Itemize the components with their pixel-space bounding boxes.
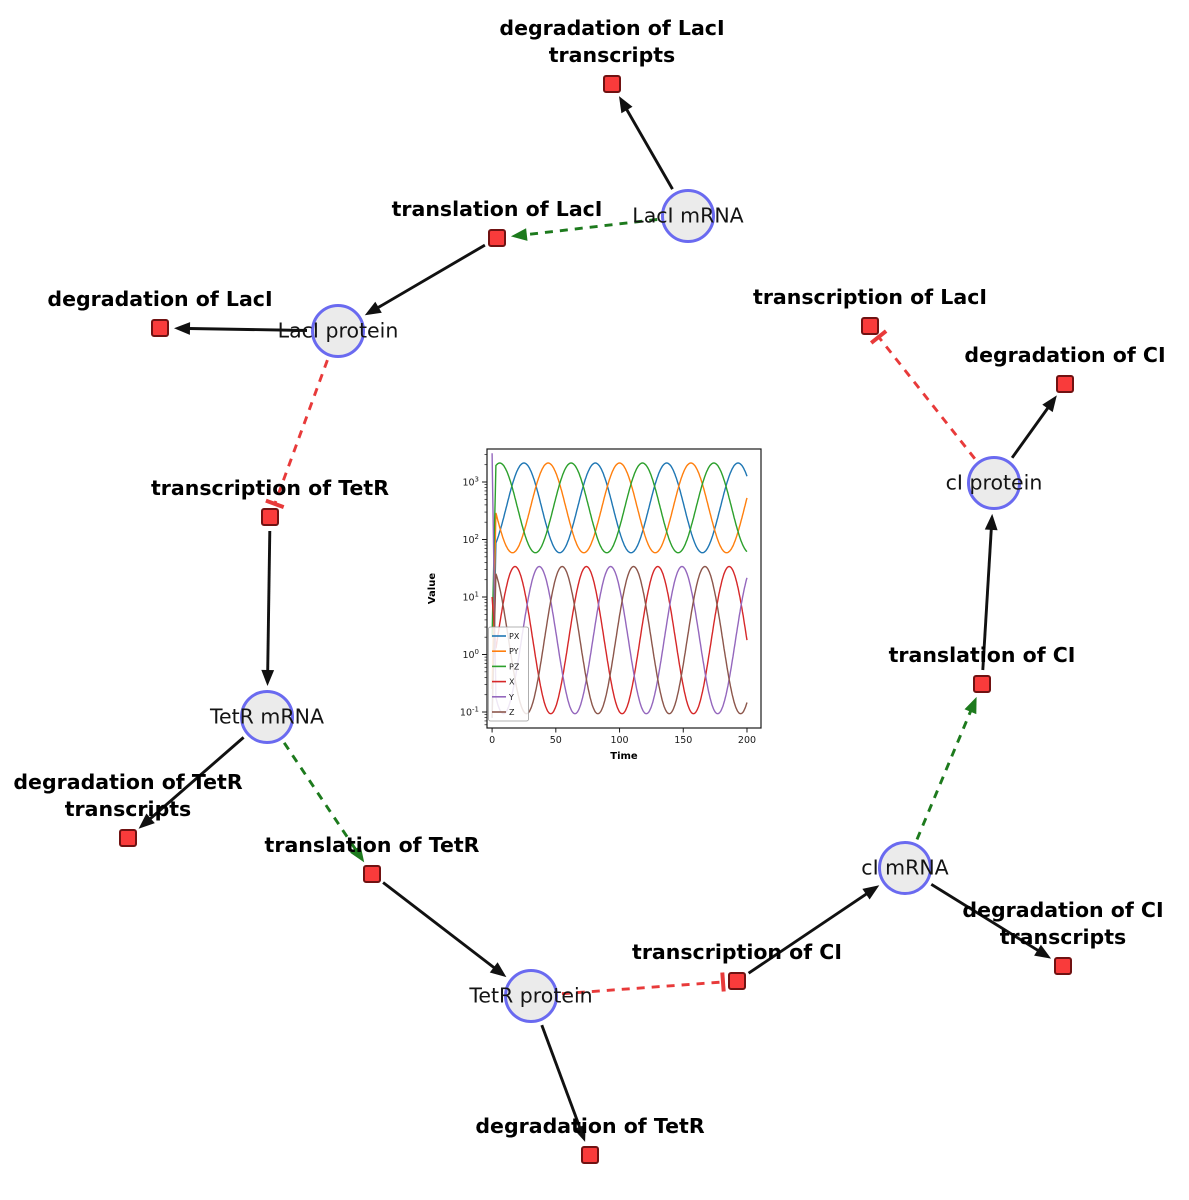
- edge-ci-mrna--translation-ci: [915, 696, 977, 840]
- edge-tetr-protein--deg-tetr: [540, 1024, 586, 1142]
- inhibition-tee-icon: [720, 972, 726, 992]
- edge-tetr-mrna--deg-tetr-transcripts: [138, 736, 245, 829]
- edge-transcription-ci--ci-mrna: [747, 885, 880, 975]
- edge-laci-protein--transcription-tetr: [265, 359, 329, 509]
- production-edge-line: [376, 243, 486, 310]
- inhibition-edge-line: [877, 336, 976, 460]
- arrowhead-icon: [862, 885, 880, 900]
- production-edge-line: [266, 530, 272, 672]
- inhibition-tee-icon: [265, 498, 285, 509]
- legend-label-PY: PY: [509, 647, 519, 656]
- arrowhead-icon: [1042, 395, 1057, 413]
- chart-series-PX: [491, 462, 748, 718]
- legend-label-PX: PX: [509, 632, 520, 641]
- arrowhead-icon: [964, 696, 977, 715]
- arrowhead-icon: [174, 322, 191, 335]
- arrowhead-icon: [1034, 944, 1052, 959]
- consumption-edge-line: [188, 327, 308, 332]
- consumption-edge-line: [930, 883, 1040, 952]
- production-edge-line: [747, 892, 868, 975]
- inhibition-edge-line: [273, 359, 329, 505]
- edge-transcription-tetr--tetr-mrna: [261, 530, 275, 686]
- edge-laci-protein--deg-laci: [174, 322, 308, 335]
- inhibition-tee-icon: [869, 329, 888, 345]
- arrowhead-icon: [510, 228, 528, 241]
- arrowhead-icon: [138, 813, 155, 829]
- arrowhead-icon: [573, 1124, 586, 1142]
- consumption-edge-line: [1010, 406, 1050, 459]
- modifier-edge-line: [282, 741, 358, 851]
- edge-ci-protein--transcription-laci: [869, 329, 976, 460]
- edge-translation-ci--ci-protein: [981, 513, 998, 671]
- consumption-edge-line: [540, 1024, 582, 1129]
- edge-ci-protein--deg-ci: [1010, 395, 1057, 459]
- modifier-edge-line: [915, 710, 973, 840]
- y-tick-label: 102: [462, 533, 479, 546]
- chart-series-X: [491, 565, 748, 715]
- chart-series-Y: [491, 453, 748, 715]
- inhibition-edge-line: [561, 980, 724, 996]
- legend-box: [488, 626, 529, 722]
- x-axis-label: Time: [610, 751, 638, 762]
- chart-series-PY: [491, 462, 748, 690]
- arrowhead-icon: [364, 301, 382, 316]
- edge-laci-mrna--deg-laci-transcripts: [619, 96, 674, 190]
- arrowhead-icon: [350, 845, 365, 863]
- legend-label-X: X: [509, 678, 515, 687]
- x-tick-label: 0: [489, 735, 495, 746]
- production-edge-line: [382, 881, 496, 970]
- modifier-edge-line: [525, 218, 658, 237]
- arrowhead-icon: [619, 96, 633, 114]
- y-tick-label: 101: [462, 591, 479, 604]
- x-tick-label: 200: [738, 735, 756, 746]
- y-axis-label: Value: [427, 573, 438, 604]
- edge-laci-mrna--translation-laci: [510, 218, 658, 241]
- x-tick-label: 100: [610, 735, 628, 746]
- edge-tetr-protein--transcription-ci: [561, 972, 726, 996]
- arrowhead-icon: [489, 962, 507, 978]
- plot-frame: [486, 448, 762, 729]
- chart-series-Z: [491, 565, 748, 718]
- y-tick-label: 100: [462, 648, 479, 661]
- chart-legend: PX PY PZ XYZ: [488, 626, 529, 722]
- arrowhead-icon: [984, 513, 998, 531]
- edge-tetr-mrna--translation-tetr: [282, 741, 365, 863]
- y-tick-label: 10-1: [460, 706, 479, 719]
- x-tick-label: 50: [550, 735, 562, 746]
- edge-translation-laci--laci-protein: [364, 243, 486, 316]
- edge-ci-mrna--deg-ci-transcripts: [930, 883, 1052, 959]
- y-tick-label: 103: [462, 476, 479, 489]
- chart-series-PZ: [491, 462, 748, 638]
- legend-label-Z: Z: [509, 708, 515, 717]
- production-edge-line: [981, 528, 993, 671]
- consumption-edge-line: [148, 736, 245, 821]
- legend-label-Y: Y: [508, 693, 514, 702]
- arrowhead-icon: [261, 669, 275, 686]
- consumption-edge-line: [625, 108, 674, 190]
- edge-translation-tetr--tetr-protein: [382, 881, 507, 978]
- x-tick-label: 150: [674, 735, 692, 746]
- legend-label-PZ: PZ: [509, 662, 520, 671]
